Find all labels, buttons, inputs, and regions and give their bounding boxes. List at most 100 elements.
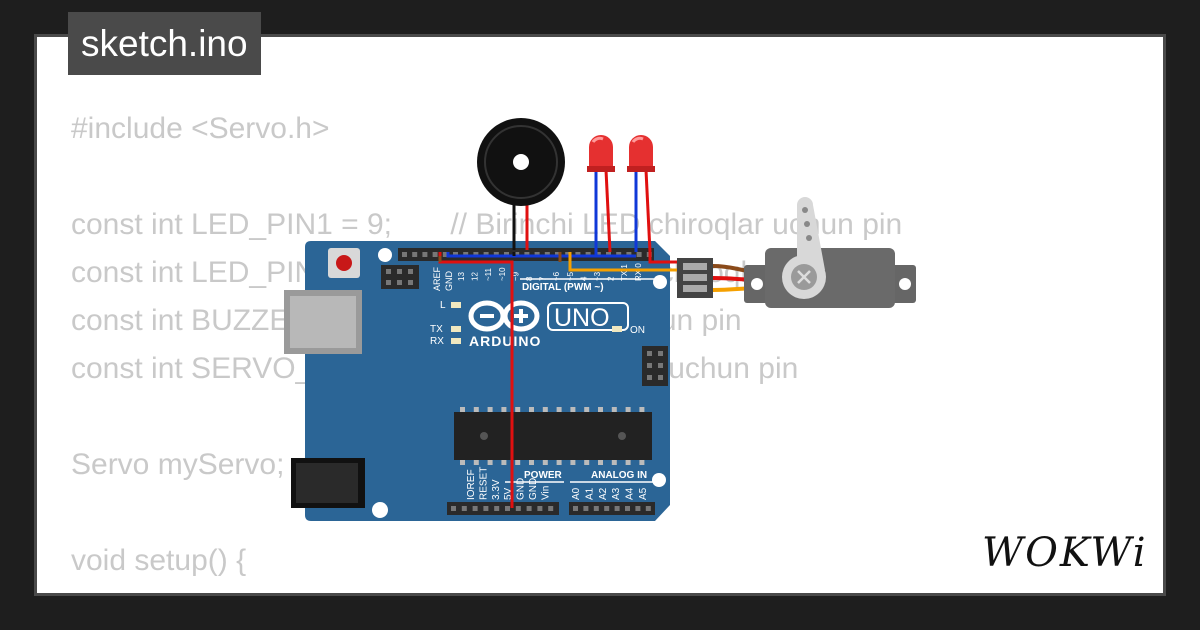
header-pin[interactable] bbox=[526, 506, 532, 511]
header-pin[interactable] bbox=[505, 506, 510, 511]
pin-label: RESET bbox=[478, 467, 489, 500]
pin-label: ~3 bbox=[593, 271, 602, 281]
header-pin[interactable] bbox=[625, 506, 630, 511]
pin-label: A2 bbox=[598, 487, 609, 500]
header-pin[interactable] bbox=[461, 506, 467, 511]
chip-pin bbox=[639, 407, 645, 412]
chip-pin bbox=[460, 407, 465, 412]
wokwi-logo: WOKWi bbox=[982, 530, 1148, 576]
chip-pin bbox=[611, 407, 617, 412]
header-pin[interactable] bbox=[412, 252, 418, 257]
pin-label: ~10 bbox=[498, 267, 507, 281]
header-pin[interactable] bbox=[645, 506, 651, 511]
icsp2-header bbox=[642, 346, 668, 386]
header-pin[interactable] bbox=[537, 506, 543, 511]
mounting-hole bbox=[378, 248, 392, 262]
reset-button[interactable] bbox=[328, 248, 360, 278]
header-pin[interactable] bbox=[548, 506, 554, 511]
header-pin[interactable] bbox=[515, 506, 521, 511]
digital-pwm-label: DIGITAL (PWM ~) bbox=[522, 282, 604, 293]
code-line: Servo myServo; bbox=[71, 448, 285, 481]
on-label: ON bbox=[630, 325, 645, 336]
header-pin[interactable] bbox=[614, 506, 620, 511]
chip-pin bbox=[529, 460, 534, 465]
pin-label: A1 bbox=[584, 487, 595, 500]
gnd-label: GND bbox=[444, 271, 454, 292]
header-pin[interactable] bbox=[636, 252, 642, 257]
header-pin[interactable] bbox=[472, 506, 478, 511]
header-pin[interactable] bbox=[593, 506, 599, 511]
pin-label: GND bbox=[528, 478, 539, 500]
header-pin[interactable] bbox=[442, 252, 448, 257]
pin-label: TX 1 bbox=[620, 264, 629, 281]
mounting-hole bbox=[372, 502, 388, 518]
uno-label: UNO bbox=[554, 304, 610, 332]
chip-pin bbox=[473, 460, 479, 465]
pin-label: 3.3V bbox=[491, 479, 502, 500]
chip-pin bbox=[598, 407, 603, 412]
code-line: const int LED_PIN1 = 9; // Birinchi LED … bbox=[71, 208, 903, 241]
pin-label: 12 bbox=[471, 272, 480, 281]
pin-label: Vin bbox=[540, 486, 551, 500]
servo-motor[interactable] bbox=[677, 197, 916, 308]
buzzer[interactable] bbox=[477, 118, 565, 250]
chip-pin bbox=[501, 460, 507, 465]
pin-label: ~6 bbox=[552, 271, 561, 281]
power-header[interactable] bbox=[447, 502, 559, 515]
chip-pin bbox=[556, 407, 562, 412]
icsp-header bbox=[381, 265, 419, 289]
pin-label: A0 bbox=[571, 487, 582, 500]
chip-pin bbox=[570, 460, 576, 465]
header-pin[interactable] bbox=[635, 506, 641, 511]
atmega-chip bbox=[454, 407, 652, 465]
header-pin[interactable] bbox=[583, 506, 589, 511]
wokwi-logo-text: WOKWi bbox=[982, 530, 1148, 576]
code-editor[interactable]: #include <Servo.h>const int LED_PIN1 = 9… bbox=[71, 105, 912, 593]
power-label: POWER bbox=[524, 470, 563, 481]
l-led bbox=[451, 302, 461, 308]
chip-pin bbox=[625, 460, 631, 465]
file-tab[interactable]: sketch.ino bbox=[68, 12, 261, 75]
chip-pin bbox=[542, 407, 548, 412]
pin-label: A5 bbox=[638, 487, 649, 500]
header-pin[interactable] bbox=[604, 506, 610, 511]
mounting-hole bbox=[652, 473, 666, 487]
header-pin[interactable] bbox=[432, 252, 438, 257]
chip-pin bbox=[529, 407, 534, 412]
code-line: pinMode(LED_PIN1, OUTPUT); bbox=[71, 585, 912, 593]
rx-label: RX bbox=[430, 336, 444, 347]
rx-led bbox=[451, 338, 461, 344]
chip-pin bbox=[487, 460, 493, 465]
pin-label: 13 bbox=[457, 272, 466, 281]
on-led bbox=[612, 326, 622, 332]
chip-pin bbox=[570, 407, 576, 412]
pin-label: GND bbox=[516, 478, 527, 500]
pin-label: ~5 bbox=[566, 271, 575, 281]
header-pin[interactable] bbox=[422, 252, 428, 257]
chip-pin bbox=[584, 407, 590, 412]
header-pin[interactable] bbox=[483, 506, 489, 511]
header-pin[interactable] bbox=[402, 252, 407, 257]
mounting-hole bbox=[653, 275, 667, 289]
tx-led bbox=[451, 326, 461, 332]
pin-label: ~11 bbox=[484, 267, 493, 281]
header-pin[interactable] bbox=[451, 506, 456, 511]
chip-pin bbox=[556, 460, 562, 465]
header-pin[interactable] bbox=[573, 506, 578, 511]
header-pin[interactable] bbox=[494, 506, 500, 511]
pin-label: A3 bbox=[611, 487, 622, 500]
led-1[interactable] bbox=[587, 135, 615, 253]
led-2[interactable] bbox=[627, 135, 655, 253]
pin-label: IOREF bbox=[466, 469, 477, 500]
wires bbox=[438, 252, 678, 508]
arduino-brand-label: ARDUINO bbox=[469, 333, 541, 349]
code-line: void setup() { bbox=[71, 544, 247, 577]
chip-pin bbox=[625, 407, 631, 412]
chip-pin bbox=[584, 460, 590, 465]
analog-header[interactable] bbox=[569, 502, 655, 515]
arduino-infinity-logo bbox=[468, 300, 540, 332]
chip-pin bbox=[460, 460, 465, 465]
